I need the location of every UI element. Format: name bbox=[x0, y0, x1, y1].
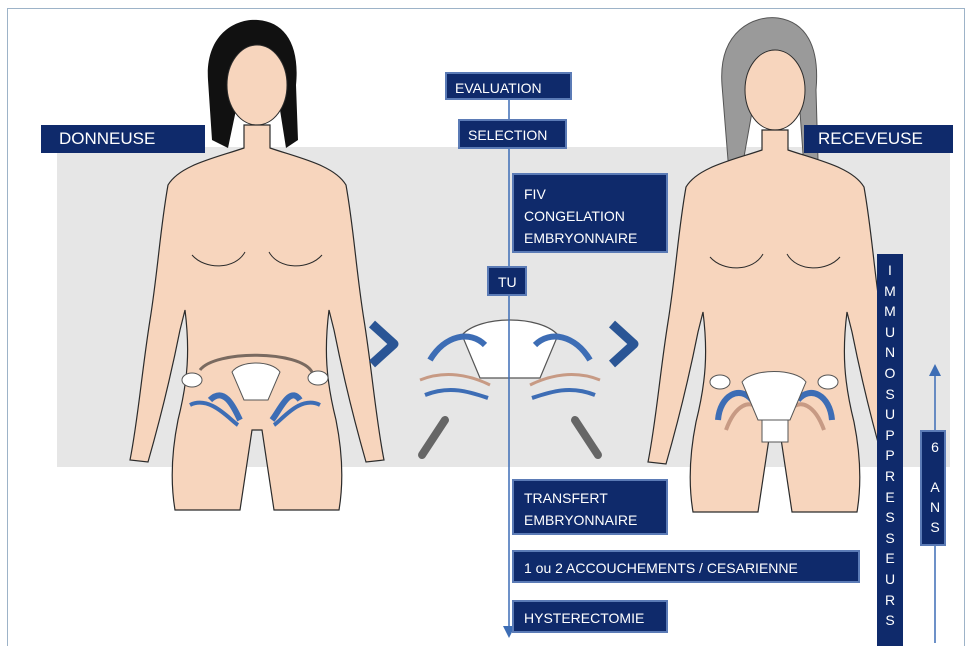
immuno-letter: U bbox=[877, 324, 903, 340]
transfert-label: TRANSFERT EMBRYONNAIRE bbox=[512, 479, 668, 535]
six-ans-letter: A bbox=[922, 480, 948, 494]
donor-face bbox=[227, 45, 287, 125]
immuno-letter: U bbox=[877, 571, 903, 587]
arrow-donor-to-graft-icon bbox=[372, 324, 394, 364]
immuno-letter: P bbox=[877, 427, 903, 443]
selection-label: SELECTION bbox=[458, 119, 567, 149]
immuno-letter: S bbox=[877, 530, 903, 546]
fiv-line: FIV bbox=[524, 183, 666, 205]
accouchements-label: 1 ou 2 ACCOUCHEMENTS / CESARIENNE bbox=[512, 550, 860, 583]
donor-body bbox=[130, 125, 384, 510]
immuno-letter: E bbox=[877, 550, 903, 566]
immuno-letter: M bbox=[877, 303, 903, 319]
six-ans-letter: N bbox=[922, 500, 948, 514]
immuno-letter: S bbox=[877, 509, 903, 525]
fiv-line: EMBRYONNAIRE bbox=[524, 227, 666, 249]
fiv-label: FIV CONGELATION EMBRYONNAIRE bbox=[512, 173, 668, 253]
immuno-letter: S bbox=[877, 612, 903, 628]
immuno-letter: M bbox=[877, 283, 903, 299]
uterus-graft-illustration bbox=[420, 320, 600, 455]
transfert-line: EMBRYONNAIRE bbox=[524, 509, 666, 531]
immuno-letter: S bbox=[877, 386, 903, 402]
six-ans-letter: S bbox=[922, 520, 948, 534]
immuno-letter: E bbox=[877, 489, 903, 505]
immuno-letter: U bbox=[877, 406, 903, 422]
immuno-letter: R bbox=[877, 592, 903, 608]
donor-label: DONNEUSE bbox=[41, 125, 205, 153]
recipient-face bbox=[745, 50, 805, 130]
evaluation-label: EVALUATION bbox=[445, 72, 572, 100]
immuno-letter: I bbox=[877, 262, 903, 278]
arrow-graft-to-recipient-icon bbox=[612, 324, 634, 364]
immuno-letter: R bbox=[877, 468, 903, 484]
immuno-letter: O bbox=[877, 365, 903, 381]
transfert-line: TRANSFERT bbox=[524, 487, 666, 509]
hysterectomie-label: HYSTERECTOMIE bbox=[512, 600, 668, 633]
recipient-label: RECEVEUSE bbox=[804, 125, 953, 153]
fiv-line: CONGELATION bbox=[524, 205, 666, 227]
recipient-body bbox=[648, 130, 902, 512]
immuno-letter: P bbox=[877, 447, 903, 463]
recipient-figure bbox=[648, 18, 902, 512]
tu-label: TU bbox=[487, 266, 527, 296]
immuno-letter: N bbox=[877, 344, 903, 360]
six-ans-number: 6 bbox=[922, 440, 948, 454]
donor-figure bbox=[130, 20, 384, 510]
